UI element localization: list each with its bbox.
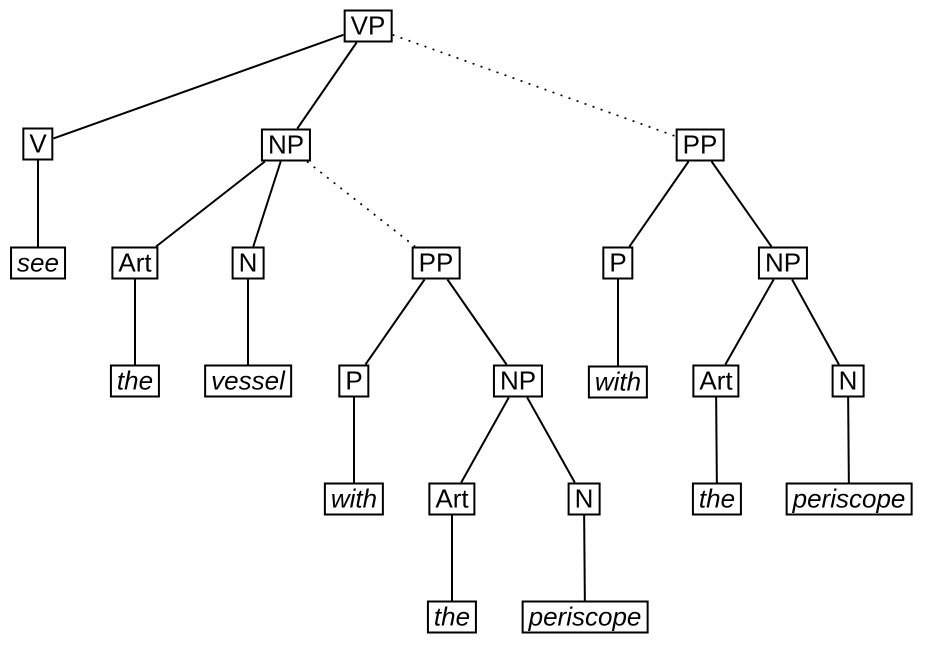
- tree-node-n1: N: [231, 246, 265, 280]
- tree-edge-n3-periscope2: [847, 397, 850, 483]
- tree-edge-art3-the3: [715, 397, 718, 483]
- tree-node-the2: the: [426, 600, 478, 634]
- tree-edge-np1-pp1-dotted: [306, 160, 416, 248]
- tree-edge-pp1-p1: [364, 278, 426, 366]
- tree-edge-np3-art3: [724, 279, 775, 365]
- tree-edge-pp2-np3: [710, 160, 773, 248]
- tree-edge-np2-art2: [460, 397, 510, 483]
- tree-node-art1: Art: [111, 246, 159, 280]
- tree-node-np1: NP: [260, 128, 312, 162]
- tree-edge-np2-n2: [526, 397, 576, 483]
- tree-node-art2: Art: [428, 482, 476, 516]
- tree-node-pp2: PP: [675, 128, 725, 162]
- tree-edge-np1-art1: [155, 160, 266, 248]
- tree-edge-n2-periscope1: [583, 515, 586, 601]
- tree-node-pp1: PP: [411, 246, 461, 280]
- tree-node-np3: NP: [757, 246, 809, 280]
- tree-edge-vp-np1: [296, 41, 358, 130]
- tree-node-with2: with: [587, 365, 649, 399]
- tree-node-art3: Art: [692, 364, 740, 398]
- tree-node-periscope1: periscope: [521, 600, 649, 634]
- tree-edge-pp1-np2: [446, 278, 508, 366]
- tree-edge-vp-v: [53, 33, 344, 140]
- tree-node-p2: P: [602, 246, 634, 280]
- tree-edge-np1-n1: [252, 161, 282, 247]
- tree-node-vp: VP: [343, 9, 393, 43]
- tree-node-vessel: vessel: [204, 364, 292, 398]
- tree-node-with1: with: [323, 482, 385, 516]
- tree-node-np2: NP: [492, 364, 544, 398]
- tree-edge-pp2-p2: [628, 160, 690, 248]
- tree-node-n3: N: [831, 364, 865, 398]
- tree-node-periscope2: periscope: [785, 482, 913, 516]
- tree-edge-np3-n3: [791, 279, 840, 365]
- tree-node-the1: the: [109, 364, 161, 398]
- tree-node-p1: P: [338, 364, 370, 398]
- tree-node-v: V: [22, 127, 54, 161]
- tree-node-n2: N: [567, 482, 601, 516]
- tree-node-the3: the: [691, 482, 743, 516]
- tree-node-see: see: [10, 246, 66, 280]
